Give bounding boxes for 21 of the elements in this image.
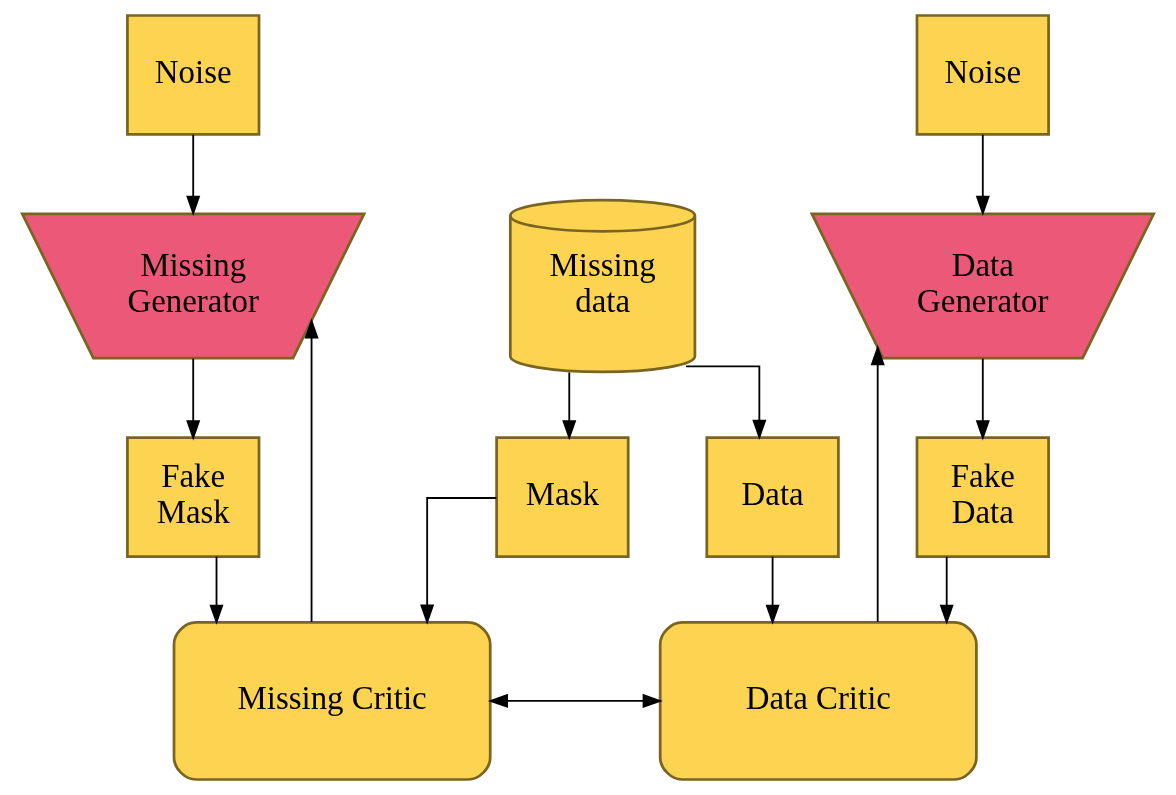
arrow [975, 357, 990, 441]
arrow [209, 555, 224, 625]
node-box: Fake Data [915, 436, 1050, 558]
node-box: Data [705, 436, 840, 558]
arrow [304, 318, 319, 623]
node-box: Fake Mask [126, 436, 261, 558]
arrow [487, 693, 663, 708]
arrow [420, 497, 498, 625]
arrow [870, 345, 885, 623]
arrow [186, 133, 201, 216]
node-box: Noise [126, 14, 261, 136]
arrow [939, 555, 954, 625]
node-box: Missing Critic [172, 620, 492, 781]
arrow [975, 133, 990, 216]
arrow [765, 555, 780, 625]
arrow [685, 365, 767, 440]
node-box: Mask [495, 436, 630, 558]
arrow [186, 357, 201, 441]
node-box: Data Critic [658, 620, 978, 781]
node-box: Noise [915, 14, 1050, 136]
arrow [562, 371, 577, 441]
